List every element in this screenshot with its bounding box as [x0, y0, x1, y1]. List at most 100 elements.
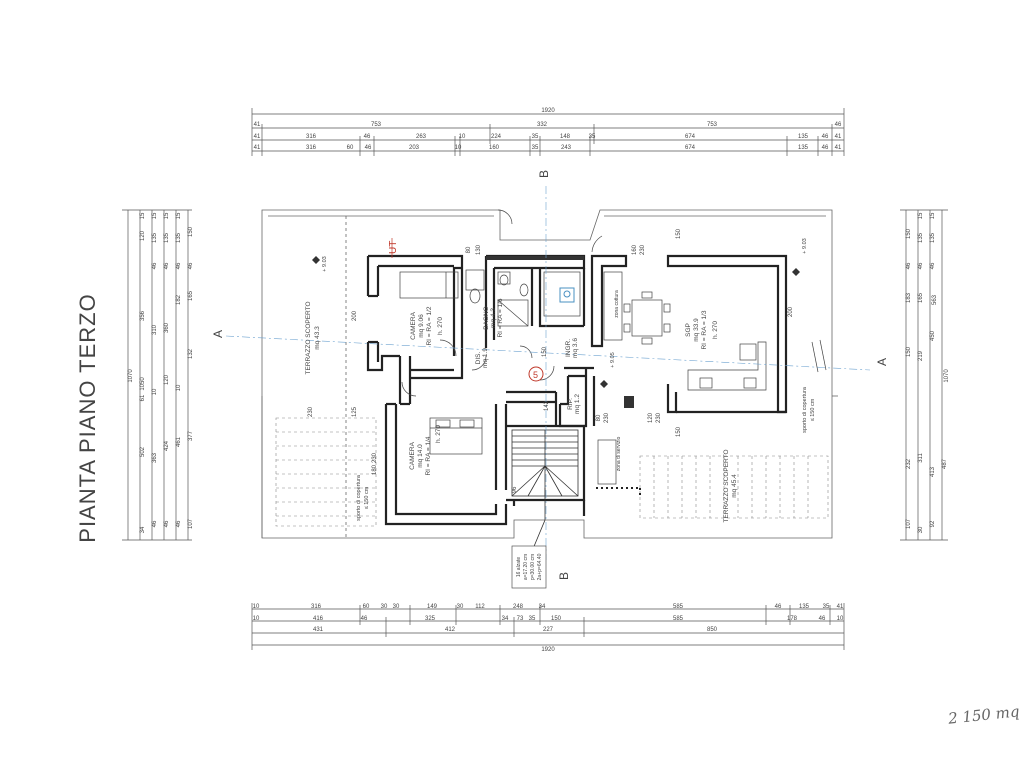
svg-text:CAMERA: CAMERA: [410, 311, 417, 339]
svg-text:46: 46: [164, 262, 170, 269]
svg-text:61: 61: [140, 394, 146, 401]
page-title: PIANTA PIANO TERZO: [75, 293, 100, 543]
svg-text:92: 92: [930, 520, 936, 527]
svg-text:≤ 150 cm: ≤ 150 cm: [810, 398, 816, 421]
svg-text:10: 10: [455, 145, 462, 151]
svg-text:mq 1.9: mq 1.9: [482, 348, 489, 368]
svg-text:RI = RA = 1/4: RI = RA = 1/4: [425, 436, 432, 475]
svg-text:+ 9.03: + 9.03: [802, 238, 808, 253]
svg-text:41: 41: [254, 122, 261, 128]
svg-text:15: 15: [176, 212, 182, 219]
svg-text:753: 753: [707, 122, 718, 128]
svg-text:35: 35: [532, 145, 539, 151]
svg-text:INGR.: INGR.: [565, 339, 572, 357]
svg-text:sporto di copertura: sporto di copertura: [802, 386, 808, 433]
svg-text:46: 46: [152, 262, 158, 269]
svg-text:243: 243: [561, 145, 572, 151]
svg-text:46: 46: [822, 145, 829, 151]
svg-text:10: 10: [459, 134, 466, 140]
svg-text:230: 230: [372, 452, 378, 463]
svg-text:120: 120: [648, 412, 654, 423]
svg-text:UT: UT: [388, 241, 399, 254]
svg-text:30: 30: [381, 604, 388, 610]
svg-text:203: 203: [409, 145, 420, 151]
svg-text:125: 125: [352, 406, 358, 417]
svg-text:160: 160: [632, 244, 638, 255]
svg-text:316: 316: [306, 134, 317, 140]
svg-text:46: 46: [775, 604, 782, 610]
svg-text:10: 10: [253, 604, 260, 610]
svg-text:46: 46: [365, 145, 372, 151]
annotations: sporto di copertura ≤ 150 cm sporto di c…: [322, 238, 816, 521]
svg-text:15: 15: [918, 212, 924, 219]
svg-text:46: 46: [822, 134, 829, 140]
svg-text:178: 178: [787, 616, 798, 622]
svg-text:135: 135: [798, 134, 809, 140]
svg-text:107: 107: [906, 518, 912, 529]
svg-text:120: 120: [140, 230, 146, 241]
svg-text:mq 33.9: mq 33.9: [693, 318, 700, 342]
svg-text:RI = RA = 1/2: RI = RA = 1/2: [426, 306, 433, 345]
svg-text:413: 413: [930, 466, 936, 477]
svg-text:1070: 1070: [944, 369, 950, 383]
section-lines: [225, 186, 871, 560]
svg-text:316: 316: [311, 604, 322, 610]
svg-text:46: 46: [188, 262, 194, 269]
wall-fills: [486, 256, 634, 408]
dimension-chain-left: [122, 209, 192, 541]
svg-text:TERRAZZO SCOPERTO: TERRAZZO SCOPERTO: [305, 301, 312, 374]
svg-text:34: 34: [140, 526, 146, 533]
railing-right: [596, 487, 641, 498]
svg-text:34: 34: [502, 616, 509, 622]
svg-text:363: 363: [152, 452, 158, 463]
svg-text:165: 165: [918, 292, 924, 303]
svg-text:165: 165: [188, 290, 194, 301]
svg-text:46: 46: [164, 520, 170, 527]
svg-text:142: 142: [544, 400, 550, 411]
svg-text:135: 135: [930, 232, 936, 243]
svg-text:60: 60: [347, 145, 354, 151]
svg-text:325: 325: [425, 616, 436, 622]
svg-text:753: 753: [371, 122, 382, 128]
svg-text:148: 148: [560, 134, 571, 140]
svg-text:130: 130: [476, 244, 482, 255]
svg-text:mq 9.06: mq 9.06: [418, 314, 425, 338]
svg-text:DIS.: DIS.: [475, 351, 482, 364]
svg-text:41: 41: [837, 604, 844, 610]
svg-text:149: 149: [427, 604, 438, 610]
svg-text:150: 150: [542, 346, 548, 357]
svg-text:mq 43.3: mq 43.3: [314, 326, 321, 350]
svg-text:200: 200: [788, 306, 794, 317]
svg-text:263: 263: [416, 134, 427, 140]
svg-text:412: 412: [445, 627, 456, 633]
svg-text:SGP: SGP: [685, 323, 692, 337]
svg-text:585: 585: [673, 616, 684, 622]
svg-text:135: 135: [152, 232, 158, 243]
svg-text:15: 15: [140, 212, 146, 219]
svg-text:135: 135: [798, 145, 809, 151]
dimension-chain-bottom: [251, 603, 845, 650]
svg-text:41: 41: [254, 145, 261, 151]
svg-text:183: 183: [906, 292, 912, 303]
svg-text:30: 30: [457, 604, 464, 610]
svg-text:356: 356: [140, 310, 146, 321]
svg-text:35: 35: [589, 134, 596, 140]
svg-text:A: A: [211, 330, 225, 338]
level-markers: [312, 256, 800, 388]
walls: [366, 254, 788, 526]
svg-text:377: 377: [188, 430, 194, 441]
accessibility-icon: [559, 287, 575, 303]
svg-text:416: 416: [313, 616, 324, 622]
svg-text:135: 135: [164, 232, 170, 243]
fixtures: [399, 269, 767, 485]
svg-text:10: 10: [253, 616, 260, 622]
svg-text:224: 224: [491, 134, 502, 140]
svg-text:230: 230: [656, 412, 662, 423]
dimension-labels-left: 1070 34 502 61 1050 356 120 15 46 363 10…: [128, 212, 194, 533]
dimension-chain-right: [900, 209, 948, 541]
svg-text:132: 132: [188, 348, 194, 359]
svg-text:15: 15: [930, 212, 936, 219]
svg-text:mq 1.2: mq 1.2: [574, 394, 581, 414]
svg-text:BAGNO: BAGNO: [483, 306, 490, 329]
